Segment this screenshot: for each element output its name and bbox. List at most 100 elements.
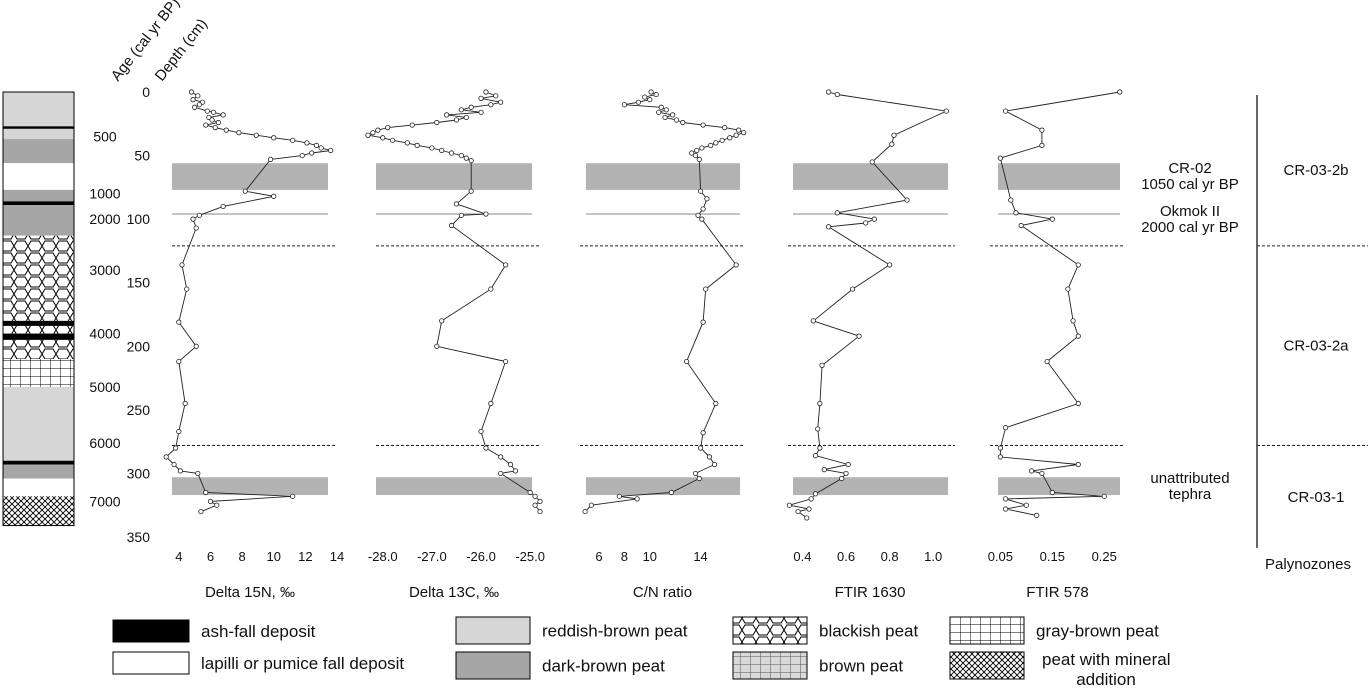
data-point [658,104,664,110]
data-point [741,130,747,136]
data-point [817,445,823,451]
data-point [468,158,474,164]
data-point [817,400,823,407]
data-point [642,94,648,100]
x-axis-label: Delta 15N, ‰ [205,584,295,601]
data-point [304,140,310,146]
data-point [1039,142,1045,148]
depth-tick-label: 350 [127,529,151,545]
litho-layer-blackish [3,235,74,321]
data-point [214,502,220,508]
tephra-band [376,477,532,496]
x-tick-label: 8 [621,549,628,564]
data-point [722,125,728,131]
tephra-band [998,477,1120,496]
series-line [584,91,745,512]
data-point [588,502,595,508]
data-point [673,117,680,123]
data-point [236,130,242,136]
data-point [498,470,504,477]
data-point [713,400,719,407]
data-point [839,475,845,482]
data-point [889,141,895,147]
series-line [999,91,1120,516]
data-point [684,358,690,365]
data-point [871,216,877,222]
data-point [804,515,810,521]
data-point [458,152,464,159]
age-tick-label: 5000 [89,379,120,395]
data-point [711,461,718,468]
data-point [328,147,334,154]
data-point [223,127,229,133]
x-tick-label: 10 [643,549,657,564]
legend-label: ash-fall deposit [201,622,316,641]
data-point [1117,89,1123,95]
litho-layer-ash [3,333,74,340]
data-point [700,206,706,212]
data-point [414,142,420,148]
data-point [488,102,494,108]
data-point [887,262,893,268]
annotation-text: tephra [1169,486,1212,503]
litho-layer-dark [3,464,74,479]
series-line [165,91,331,513]
data-point [527,489,533,496]
data-point [1018,222,1024,229]
data-point [220,203,226,210]
data-point [812,491,819,497]
litho-layer-blackish [3,325,74,334]
data-point [196,102,202,108]
data-point [215,119,221,126]
data-point [1028,468,1035,474]
data-point [488,400,494,407]
annotation-text: Okmok II [1160,203,1220,220]
depth-tick-label: 150 [127,275,151,291]
data-point [188,89,195,95]
data-point [704,196,710,202]
data-point [692,470,699,477]
data-point [182,400,188,407]
data-point [810,318,816,324]
data-point [478,95,484,101]
data-point [439,318,445,324]
lithology-column [2,91,75,527]
data-point [498,99,504,105]
tephra-band [172,477,328,496]
data-point [209,117,215,123]
data-point [700,319,706,325]
data-point [713,140,719,146]
data-point [943,108,949,114]
data-point [696,475,702,482]
depth-tick-label: 0 [142,84,150,100]
age-tick-label: 2000 [89,211,120,227]
data-point [997,155,1003,161]
tephra-band [998,163,1120,190]
litho-layer-dark [3,139,74,164]
data-point [1075,333,1081,339]
litho-layer-reddish [3,386,74,461]
data-point [1075,400,1081,407]
legend-swatch-mineral [949,651,1025,680]
data-point [439,147,445,154]
data-point [463,155,469,161]
x-tick-label: 8 [238,549,245,564]
data-point [819,362,825,368]
data-point [656,109,662,115]
data-point [825,89,832,95]
legend-label: dark-brown peat [542,657,665,676]
depth-tick-label: 200 [127,338,151,354]
data-point [375,127,381,133]
data-point [179,262,185,268]
legend-label: gray-brown peat [1036,622,1159,641]
data-point [795,508,801,515]
data-point [478,109,484,115]
annotation-text: unattributed [1150,470,1229,487]
data-point [706,454,713,460]
data-point [863,220,869,226]
data-point [692,152,699,159]
data-point [616,493,622,499]
